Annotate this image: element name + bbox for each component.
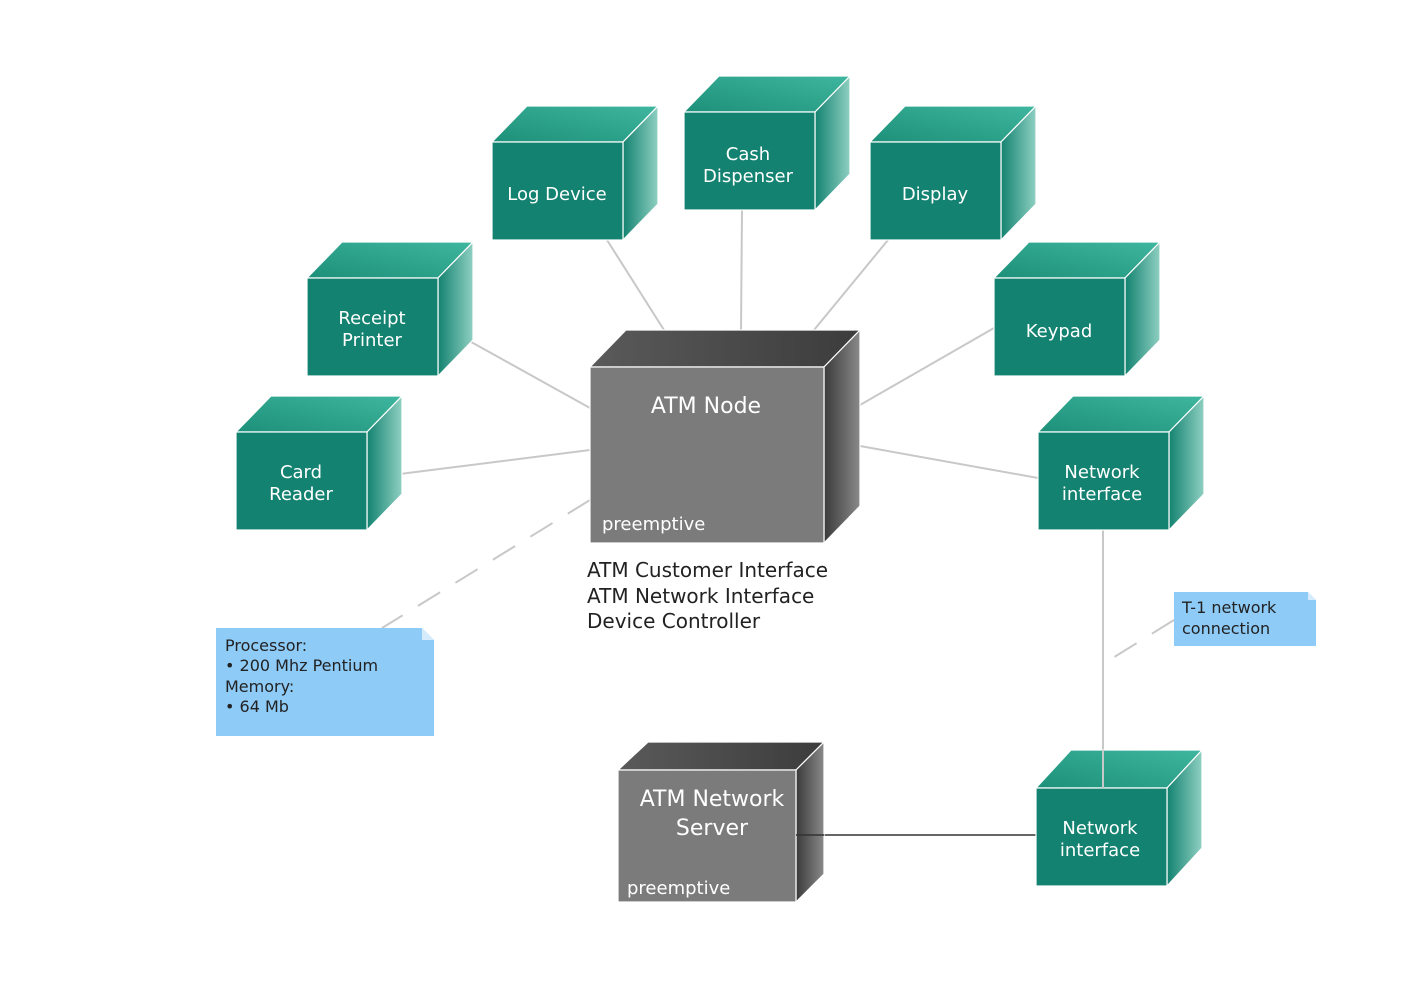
note-t1-line1: T-1 network bbox=[1181, 598, 1277, 617]
link-card-reader bbox=[367, 449, 591, 479]
atm-server-title-line2: Server bbox=[676, 816, 749, 841]
device-log-device[interactable]: Log Device bbox=[490, 104, 660, 242]
card-reader-label-line2: Reader bbox=[269, 484, 333, 505]
receipt-printer-label-line2: Printer bbox=[342, 330, 402, 351]
link-display bbox=[813, 239, 889, 331]
atm-node-stereotype: preemptive bbox=[602, 514, 705, 535]
network-interface-bottom-label-line2: interface bbox=[1060, 840, 1140, 861]
device-receipt-printer[interactable]: Receipt Printer bbox=[305, 240, 475, 378]
atm-server-stereotype: preemptive bbox=[627, 878, 730, 899]
network-interface-top-label-line2: interface bbox=[1062, 484, 1142, 505]
network-interface-top-label-line1: Network bbox=[1064, 462, 1140, 483]
card-reader-label-line1: Card bbox=[280, 462, 322, 483]
artifact-customer-interface: ATM Customer Interface bbox=[587, 558, 828, 582]
device-card-reader[interactable]: Card Reader bbox=[234, 394, 404, 532]
device-cash-dispenser[interactable]: Cash Dispenser bbox=[682, 74, 852, 212]
atm-node-title: ATM Node bbox=[651, 394, 761, 419]
atm-node[interactable]: ATM Node preemptive bbox=[588, 328, 862, 545]
atm-server-title-line1: ATM Network bbox=[640, 787, 785, 812]
note-processor-line2: • 200 Mhz Pentium bbox=[225, 656, 378, 675]
log-device-label: Log Device bbox=[507, 184, 606, 205]
receipt-printer-label-line1: Receipt bbox=[338, 308, 405, 329]
device-network-interface-top[interactable]: Network interface bbox=[1036, 394, 1206, 532]
note-processor-line4: • 64 Mb bbox=[225, 697, 289, 716]
artifact-network-interface: ATM Network Interface bbox=[587, 584, 814, 608]
note-processor[interactable]: Processor: • 200 Mhz Pentium Memory: • 6… bbox=[216, 628, 434, 736]
link-log-device bbox=[606, 239, 665, 331]
device-display[interactable]: Display bbox=[868, 104, 1038, 242]
link-network-interface bbox=[859, 445, 1039, 479]
cash-dispenser-label-line2: Dispenser bbox=[703, 166, 794, 187]
note-link-processor bbox=[381, 499, 591, 629]
atm-node-artifacts: ATM Customer Interface ATM Network Inter… bbox=[587, 558, 828, 633]
note-processor-line1: Processor: bbox=[225, 636, 307, 655]
note-t1-connection[interactable]: T-1 network connection bbox=[1174, 592, 1316, 646]
note-processor-line3: Memory: bbox=[225, 677, 294, 696]
network-interface-bottom-label-line1: Network bbox=[1062, 818, 1138, 839]
link-keypad bbox=[859, 327, 995, 406]
link-cash-dispenser bbox=[740, 209, 743, 331]
device-keypad[interactable]: Keypad bbox=[992, 240, 1162, 378]
artifact-device-controller: Device Controller bbox=[587, 609, 761, 633]
device-network-interface-bottom[interactable]: Network interface bbox=[1034, 748, 1204, 888]
note-link-t1 bbox=[1102, 619, 1175, 665]
keypad-label: Keypad bbox=[1026, 321, 1093, 342]
note-t1-line2: connection bbox=[1182, 619, 1270, 638]
atm-network-server[interactable]: ATM Network Server preemptive bbox=[616, 740, 826, 904]
display-label: Display bbox=[902, 184, 969, 205]
cash-dispenser-label-line1: Cash bbox=[726, 144, 770, 165]
